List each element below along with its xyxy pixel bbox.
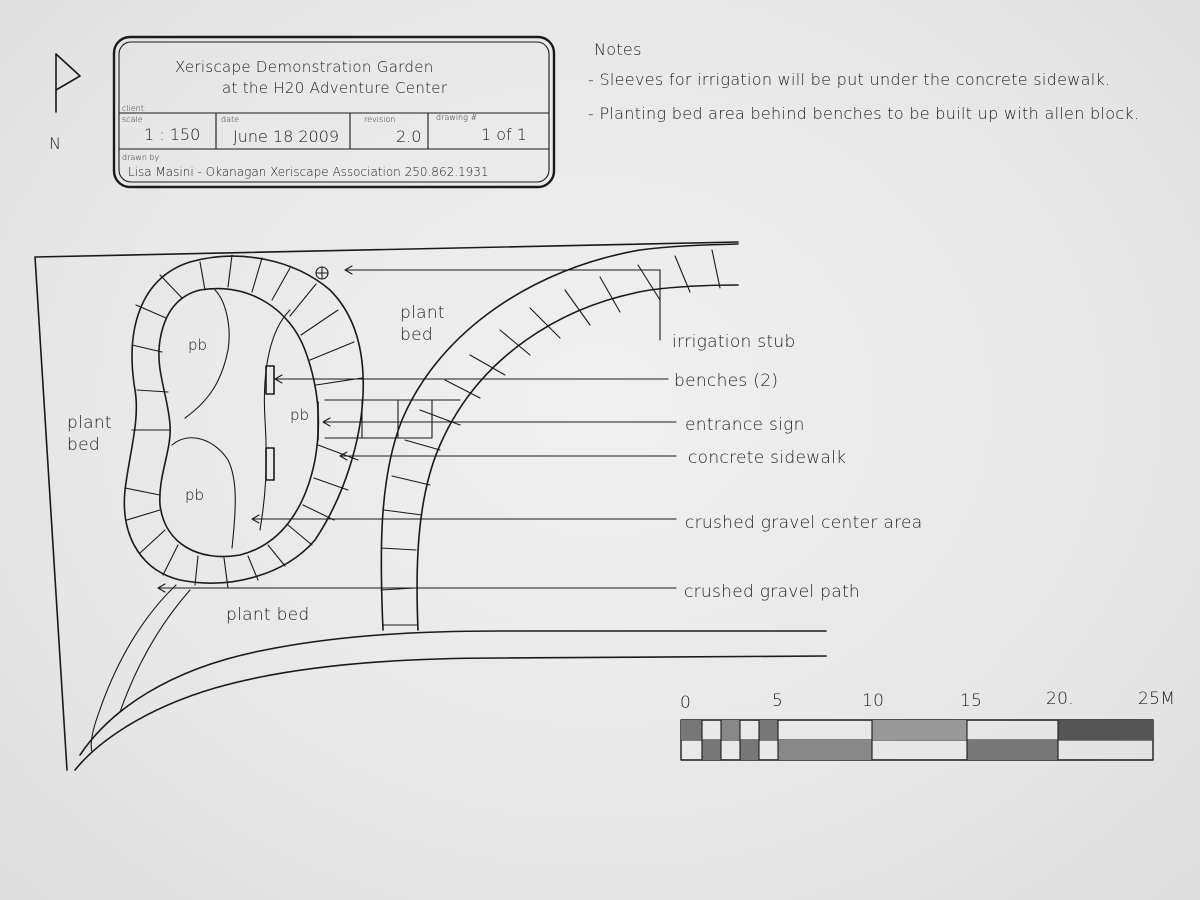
title-line-1: Xeriscape Demonstration Garden <box>175 58 434 76</box>
note-item-2: - Planting bed area behind benches to be… <box>588 104 1139 123</box>
title-block <box>112 35 556 189</box>
connector-walkway <box>324 399 461 439</box>
notes-heading: Notes <box>594 40 642 59</box>
callout-irrigation-stub: irrigation stub <box>672 332 796 352</box>
north-arrow-icon <box>55 53 81 113</box>
bench-icon <box>265 365 275 395</box>
callout-concrete-sidewalk: concrete sidewalk <box>688 448 846 468</box>
scale-tick-0: 0 <box>680 693 691 713</box>
revision-label: revision <box>364 115 395 124</box>
callout-leaders <box>157 265 677 593</box>
pb-label: pb <box>185 486 204 504</box>
concrete-sidewalk <box>380 243 739 631</box>
date-value: June 18 2009 <box>233 127 339 146</box>
date-label: date <box>221 115 239 124</box>
plant-bed-top-label: plant <box>400 303 445 323</box>
title-line-2: at the H20 Adventure Center <box>222 79 448 97</box>
gravel-path <box>90 584 191 753</box>
scale-tick-25m: 25M <box>1138 689 1175 709</box>
note-item-1: - Sleeves for irrigation will be put und… <box>588 70 1110 89</box>
kidney-bed <box>123 254 365 589</box>
revision-value: 2.0 <box>396 127 421 146</box>
irrigation-stub-icon <box>315 266 329 280</box>
scale-bar <box>680 719 1154 761</box>
drawing-number-value: 1 of 1 <box>481 125 527 144</box>
callout-entrance-sign: entrance sign <box>685 415 805 435</box>
bench-icon <box>265 447 275 481</box>
drawn-by-label: drawn by <box>122 153 160 162</box>
callout-gravel-path: crushed gravel path <box>684 582 860 602</box>
pb-label: pb <box>188 336 207 354</box>
callout-benches: benches (2) <box>674 371 778 391</box>
plant-bed-left-label: plant <box>67 413 112 433</box>
plant-bed-bottom-label: plant bed <box>226 605 310 625</box>
drawing-number-label: drawing # <box>436 113 477 122</box>
pb-label: pb <box>290 406 309 424</box>
scale-value: 1 : 150 <box>144 125 200 144</box>
scale-tick-20: 20. <box>1046 689 1074 709</box>
scale-label: scale <box>122 115 143 124</box>
scale-tick-15: 15 <box>960 691 982 711</box>
scale-tick-10: 10 <box>862 691 884 711</box>
callout-gravel-center: crushed gravel center area <box>685 513 922 533</box>
plant-bed-top-label-2: bed <box>400 325 433 345</box>
north-label: N <box>49 134 61 153</box>
plant-bed-left-label-2: bed <box>67 435 100 455</box>
drawn-by-value: Lisa Masini - Okanagan Xeriscape Associa… <box>128 165 489 179</box>
client-label: client: <box>122 104 147 113</box>
scale-tick-5: 5 <box>772 691 783 711</box>
